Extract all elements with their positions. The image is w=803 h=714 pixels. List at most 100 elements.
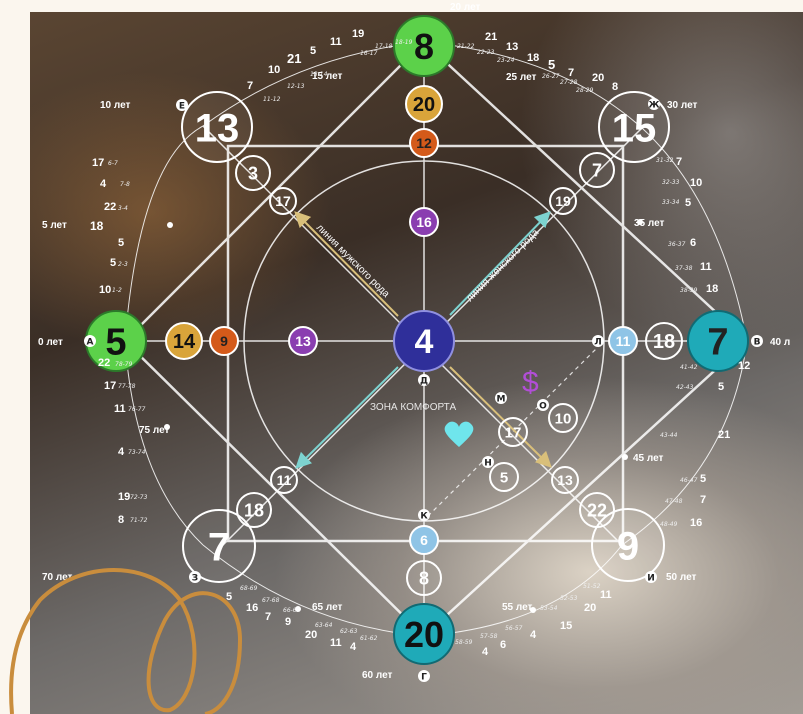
tl-top-small: 11-12 — [263, 96, 281, 103]
left-lower-num: 17 — [104, 380, 116, 392]
tl-top-small: 17-18 — [375, 43, 393, 50]
node-bl-2: 18 — [237, 493, 271, 527]
age-l0: 0 лет — [38, 337, 63, 348]
left-lower-small: 76-77 — [128, 406, 146, 413]
left-lower-small: 71-72 — [130, 517, 148, 524]
node-top-3-value: 12 — [416, 135, 432, 151]
left-upper-num: 4 — [100, 178, 107, 190]
node-left-4-value: 13 — [295, 333, 311, 349]
bl-bottom-small: 63-64 — [315, 622, 333, 629]
left-lower-small: 73-74 — [128, 449, 146, 456]
node-left-4: 13 — [289, 327, 317, 355]
left-lower-small: 78-79 — [115, 361, 133, 368]
node-tr-3-value: 19 — [555, 193, 571, 209]
br-bottom-num: 11 — [600, 589, 612, 601]
node-tl-3-value: 17 — [275, 193, 291, 209]
svg-text:К: К — [420, 512, 428, 522]
node-right-2-value: 18 — [653, 331, 675, 353]
right-lower-num: 7 — [700, 494, 706, 506]
node-br-3: 13 — [552, 467, 578, 493]
node-tr-2: 7 — [580, 153, 614, 187]
left-upper-small: 1-2 — [112, 287, 122, 294]
bl-bottom-small: 61-62 — [360, 635, 378, 642]
age-l65: 65 лет — [312, 602, 343, 613]
br-bottom-num: 4 — [482, 646, 489, 658]
node-m10-value: 10 — [555, 410, 572, 427]
letter-V: В — [751, 335, 763, 348]
node-right-value: 7 — [707, 322, 728, 364]
heart-icon — [445, 422, 474, 447]
left-lower-num: 22 — [98, 357, 110, 369]
svg-text:И: И — [647, 574, 655, 584]
right-lower-small: 41-42 — [680, 364, 698, 371]
tr-top-small: 28-29 — [576, 87, 594, 94]
left-upper-small: 3-4 — [118, 205, 128, 212]
right-upper-num: 10 — [690, 177, 702, 189]
node-top-2: 20 — [406, 86, 442, 122]
tr-top-small: 23-24 — [497, 57, 515, 64]
right-upper-small: 37-38 — [675, 265, 693, 272]
tr-top-num: 7 — [568, 67, 574, 79]
age-l60: 60 лет — [362, 670, 393, 681]
node-left-3-value: 9 — [220, 333, 228, 349]
br-bottom-small: 58-59 — [455, 639, 473, 646]
letter-D: Д — [418, 374, 430, 387]
age-top: 20 лет — [450, 2, 481, 13]
bl-bottom-small: 67-68 — [262, 597, 280, 604]
left-lower-num: 4 — [118, 446, 125, 458]
tl-top-num: 7 — [247, 80, 253, 92]
node-bl-3-value: 11 — [277, 472, 292, 488]
node-right-2: 18 — [646, 323, 682, 359]
letter-O: О — [537, 399, 549, 412]
left-upper-num: 22 — [104, 201, 116, 213]
tl-top-small: 18-19 — [395, 39, 413, 46]
letter-M: М — [495, 392, 507, 405]
age-l10: 10 лет — [100, 100, 131, 111]
node-bottom-3: 6 — [410, 526, 438, 554]
node-top: 8 — [394, 16, 454, 76]
bl-bottom-num: 11 — [330, 637, 342, 649]
right-lower-small: 48-49 — [660, 521, 678, 528]
node-m5-value: 5 — [500, 469, 508, 486]
node-top-2-value: 20 — [413, 94, 435, 116]
svg-text:Л: Л — [594, 338, 601, 348]
bl-bottom-small: 62-63 — [340, 628, 358, 635]
letter-N: Н — [482, 456, 494, 469]
node-br-2: 22 — [580, 493, 614, 527]
tr-top-small: 27-28 — [560, 79, 578, 86]
letter-I: И — [645, 571, 657, 584]
node-m17-value: 17 — [505, 424, 522, 441]
left-lower-small: 72-73 — [130, 494, 148, 501]
tr-top-small: 26-27 — [542, 73, 560, 80]
br-bottom-num: 4 — [530, 629, 537, 641]
age-l50: 50 лет — [666, 572, 697, 583]
right-lower-small: 43-44 — [660, 432, 678, 439]
left-upper-small: 7-8 — [120, 181, 130, 188]
node-left-2-value: 14 — [173, 331, 196, 353]
tl-top-small: 16-17 — [360, 50, 378, 57]
age-l70: 70 лет — [42, 572, 73, 583]
age-l45: 45 лет — [633, 453, 664, 464]
svg-text:В: В — [754, 338, 761, 348]
node-bottom-value: 20 — [404, 614, 444, 655]
age-dot — [530, 607, 536, 613]
left-lower-num: 11 — [114, 403, 126, 415]
right-upper-small: 36-37 — [668, 241, 686, 248]
br-bottom-small: 51-52 — [583, 583, 601, 590]
tr-top-small: 22-23 — [477, 49, 495, 56]
svg-text:А: А — [87, 338, 94, 348]
node-right-3: 11 — [609, 327, 637, 355]
right-lower-num: 5 — [718, 381, 724, 393]
right-lower-num: 16 — [690, 517, 702, 529]
node-m5: 5 — [490, 463, 518, 491]
right-lower-small: 47-48 — [665, 498, 683, 505]
bl-bottom-num: 4 — [350, 641, 357, 653]
node-top-value: 8 — [414, 26, 434, 67]
age-l55: 55 лет — [502, 602, 533, 613]
node-center-value: 4 — [415, 323, 434, 361]
svg-text:Г: Г — [421, 673, 427, 683]
node-top-4-value: 16 — [416, 214, 432, 230]
node-tl-2: 3 — [236, 156, 270, 190]
left-num-5: 5 — [118, 237, 124, 249]
svg-text:Е: Е — [179, 102, 185, 112]
